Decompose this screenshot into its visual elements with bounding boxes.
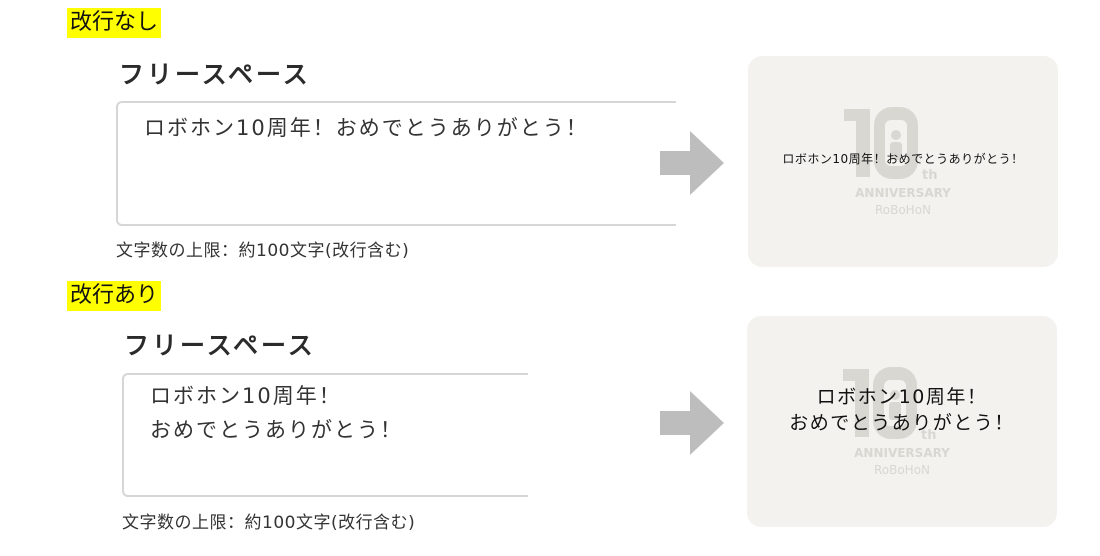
- logo-line2: RoBoHoN: [874, 463, 930, 477]
- preview-card: th ANNIVERSARY RoBoHoN ロボホン10周年！ おめでとうあり…: [747, 316, 1057, 527]
- logo-suffix: th: [922, 168, 937, 183]
- free-space-textarea[interactable]: ロボホン10周年！ おめでとうありがとう！: [122, 373, 528, 497]
- logo-line1: ANNIVERSARY: [854, 446, 950, 460]
- logo-suffix: th: [921, 428, 936, 443]
- case-label-with-linebreak: 改行あり: [67, 281, 162, 311]
- free-space-title: フリースペース: [124, 331, 316, 360]
- logo-line2: RoBoHoN: [875, 203, 931, 217]
- arrow-right-icon: [660, 131, 724, 195]
- character-limit-note: 文字数の上限：約100文字(改行含む): [116, 241, 410, 261]
- arrow-right-icon: [660, 391, 724, 455]
- free-space-title: フリースペース: [119, 60, 311, 89]
- preview-card: th ANNIVERSARY RoBoHoN ロボホン10周年！おめでとうありが…: [748, 56, 1058, 267]
- case-label-no-linebreak: 改行なし: [67, 8, 162, 38]
- anniversary-logo-icon: th ANNIVERSARY RoBoHoN: [844, 107, 951, 217]
- character-limit-note: 文字数の上限：約100文字(改行含む): [122, 513, 416, 533]
- logo-line1: ANNIVERSARY: [855, 186, 951, 200]
- preview-message: ロボホン10周年！ おめでとうありがとう！: [789, 386, 1015, 434]
- textarea-content: ロボホン10周年！おめでとうありがとう！: [144, 116, 589, 140]
- textarea-content: ロボホン10周年！ おめでとうありがとう！: [150, 384, 403, 442]
- anniversary-logo-icon: th ANNIVERSARY RoBoHoN: [843, 367, 950, 477]
- free-space-textarea[interactable]: ロボホン10周年！おめでとうありがとう！: [116, 101, 676, 226]
- preview-message: ロボホン10周年！おめでとうありがとう！: [782, 152, 1024, 166]
